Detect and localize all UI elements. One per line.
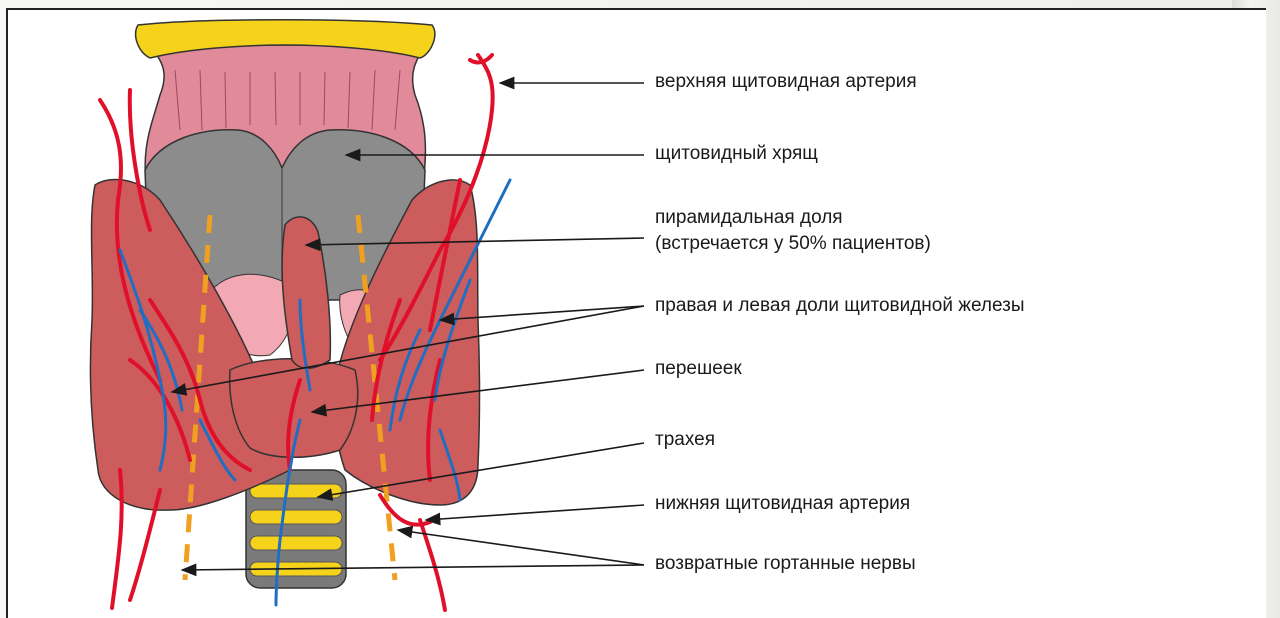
trachea-ring xyxy=(250,536,342,550)
leader-inferior-thyroid-artery xyxy=(426,505,644,520)
label-inferior-thyroid-artery: нижняя щитовидная артерия xyxy=(655,492,910,516)
label-pyramidal-lobe: пирамидальная доля xyxy=(655,206,843,230)
label-pyramidal-lobe-note: (встречается у 50% пациентов) xyxy=(655,232,931,256)
label-superior-thyroid-artery: верхняя щитовидная артерия xyxy=(655,70,917,94)
label-recurrent-laryngeal-nerves: возвратные гортанные нервы xyxy=(655,552,916,576)
trachea xyxy=(246,470,346,588)
label-trachea: трахея xyxy=(655,428,715,452)
label-right-left-lobes: правая и левая доли щитовидной железы xyxy=(655,294,1025,318)
label-thyroid-cartilage: щитовидный хрящ xyxy=(655,142,818,166)
trachea-ring xyxy=(250,510,342,524)
label-isthmus: перешеек xyxy=(655,357,742,381)
